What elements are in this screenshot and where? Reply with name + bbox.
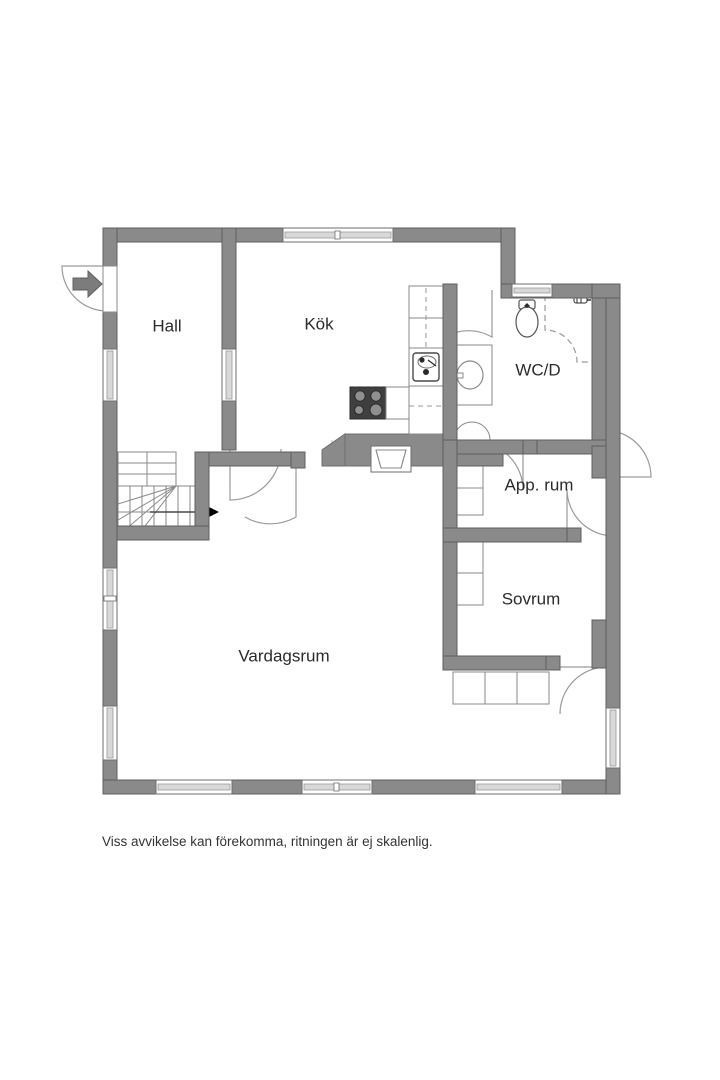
room-label-app-rum: App. rum xyxy=(505,475,574,494)
window-left-vardagsrum-2 xyxy=(102,705,118,761)
room-labels: Hall Kök WC/D App. rum Sovrum Vardagsrum xyxy=(152,314,573,665)
window-left-vardagsrum-1 xyxy=(102,567,118,631)
window-bottom-3 xyxy=(474,779,563,795)
window-right-sovrum xyxy=(605,707,621,769)
wall-sovrum-bottom xyxy=(442,655,561,671)
kitchen-sink-icon xyxy=(412,352,440,382)
wall-door-jamb-vardagsrum xyxy=(290,451,306,469)
door-arc-entrance xyxy=(61,265,108,312)
window-bottom-1 xyxy=(155,779,233,795)
cooktop-icon xyxy=(349,386,410,420)
wall-hall-south xyxy=(194,451,306,467)
shower-area xyxy=(544,295,604,363)
entry-direction-arrow xyxy=(72,269,103,299)
closet-unit-2 xyxy=(454,487,484,516)
window-top-kok xyxy=(282,227,394,243)
wardrobe-bottom-1 xyxy=(452,671,486,705)
wall-kitchen-column xyxy=(442,283,458,467)
disclaimer-caption: Viss avvikelse kan förekomma, ritningen … xyxy=(102,834,433,849)
wc-fixtures xyxy=(454,295,604,406)
wardrobe-bottom-2 xyxy=(484,671,518,705)
wall-kitchen-right-upper xyxy=(500,227,516,291)
windows xyxy=(102,227,621,795)
room-label-wc-d: WC/D xyxy=(515,360,560,379)
sovrum-fixtures xyxy=(452,540,550,705)
room-label-kok: Kök xyxy=(304,314,334,333)
fireplace xyxy=(370,445,412,473)
wall-app-left xyxy=(442,439,458,671)
room-label-sovrum: Sovrum xyxy=(502,589,561,608)
door-arc-hall-vardagsrum xyxy=(244,466,297,525)
room-label-vardagsrum: Vardagsrum xyxy=(238,646,329,665)
wall-app-sovrum xyxy=(442,527,568,543)
cabinet-lower-1 xyxy=(408,385,444,435)
toilet-icon xyxy=(515,299,539,338)
window-bottom-2 xyxy=(301,779,373,795)
wall-right-corner-top xyxy=(591,283,621,299)
window-interior-hall-kok xyxy=(221,348,237,402)
wall-hall-kok xyxy=(221,227,237,451)
door-arc-app-sovrum xyxy=(566,488,615,537)
wardrobe-side-1 xyxy=(454,540,484,574)
window-wc xyxy=(511,283,553,298)
wall-stair-bottom xyxy=(116,525,210,541)
entrance-door-leaf xyxy=(102,265,118,313)
wall-right-upper xyxy=(591,283,607,461)
wardrobe-side-2 xyxy=(454,572,484,606)
wall-right-jamb-upper xyxy=(591,445,607,479)
room-label-hall: Hall xyxy=(152,316,181,335)
wardrobe-bottom-3 xyxy=(516,671,550,705)
wall-wc-jamb xyxy=(522,439,538,455)
wall-app-sovrum-jamb xyxy=(566,527,582,543)
window-left-hall xyxy=(102,348,118,402)
wall-right-jamb-lower xyxy=(591,619,607,669)
wall-sovrum-jamb xyxy=(545,655,561,671)
